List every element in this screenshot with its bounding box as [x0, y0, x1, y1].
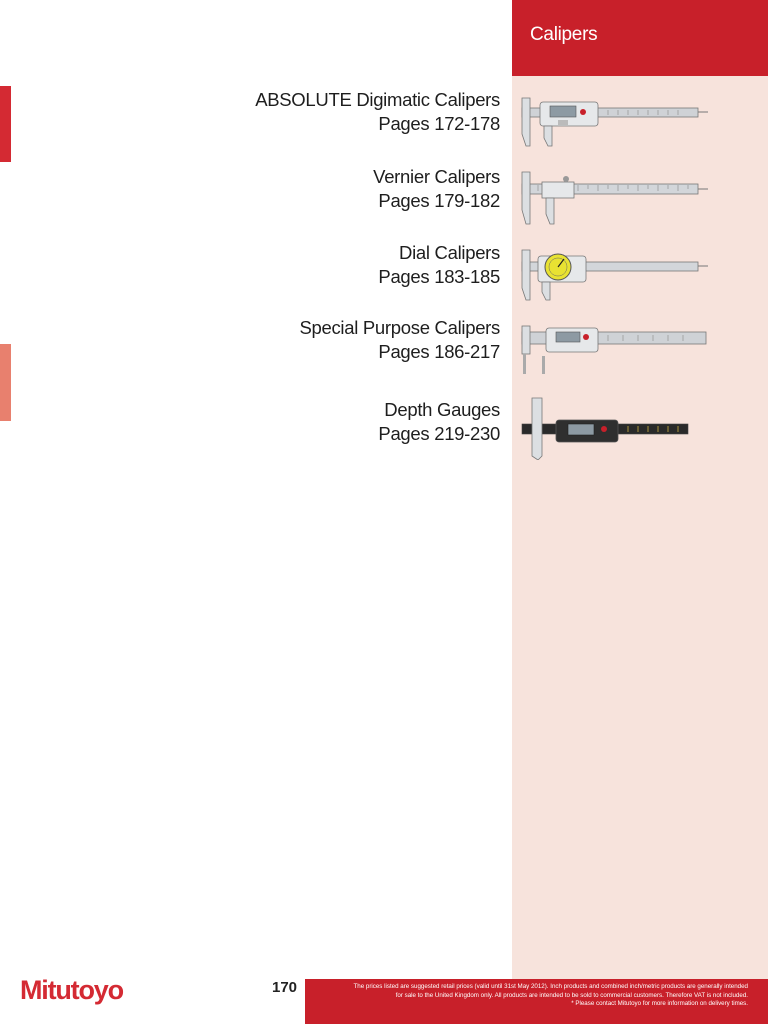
edge-tab-marker — [0, 344, 11, 421]
vernier-caliper-icon — [518, 164, 710, 228]
entry-pages: Pages 219-230 — [378, 423, 500, 444]
section-header-tab — [512, 0, 768, 76]
catalog-entry-depth-gauges[interactable]: Depth Gauges Pages 219-230 — [378, 398, 500, 446]
footer-disclaimer: The prices listed are suggested retail p… — [318, 983, 749, 1009]
section-side-panel — [512, 0, 768, 979]
entry-pages: Pages 172-178 — [378, 113, 500, 134]
entry-title: Dial Calipers — [399, 242, 500, 263]
disclaimer-line: for sale to the United Kingdom only. All… — [395, 991, 748, 999]
depth-gauge-icon — [518, 396, 710, 460]
mitutoyo-logo: Mitutoyo — [20, 975, 124, 1005]
digital-caliper-icon — [518, 86, 710, 150]
page-number: 170 — [272, 979, 298, 996]
entry-pages: Pages 179-182 — [378, 190, 500, 211]
footer-bar: The prices listed are suggested retail p… — [305, 979, 768, 1024]
disclaimer-line: The prices listed are suggested retail p… — [353, 983, 749, 990]
catalog-entry-dial[interactable]: Dial Calipers Pages 183-185 — [378, 241, 500, 289]
section-title: Calipers — [530, 24, 598, 45]
edge-tab-marker — [0, 86, 11, 162]
entry-title: ABSOLUTE Digimatic Calipers — [255, 89, 500, 110]
entry-title: Vernier Calipers — [373, 166, 500, 187]
special-caliper-icon — [518, 316, 710, 380]
entry-pages: Pages 186-217 — [378, 341, 500, 362]
disclaimer-line: * Please contact Mitutoyo for more infor… — [571, 1000, 748, 1008]
entry-pages: Pages 183-185 — [378, 266, 500, 287]
catalog-entry-absolute-digimatic[interactable]: ABSOLUTE Digimatic Calipers Pages 172-17… — [255, 88, 500, 136]
catalog-entry-special-purpose[interactable]: Special Purpose Calipers Pages 186-217 — [299, 316, 500, 364]
entry-title: Depth Gauges — [384, 399, 500, 420]
entry-title: Special Purpose Calipers — [299, 317, 500, 338]
catalog-entry-vernier[interactable]: Vernier Calipers Pages 179-182 — [373, 165, 500, 213]
dial-caliper-icon — [518, 240, 710, 304]
